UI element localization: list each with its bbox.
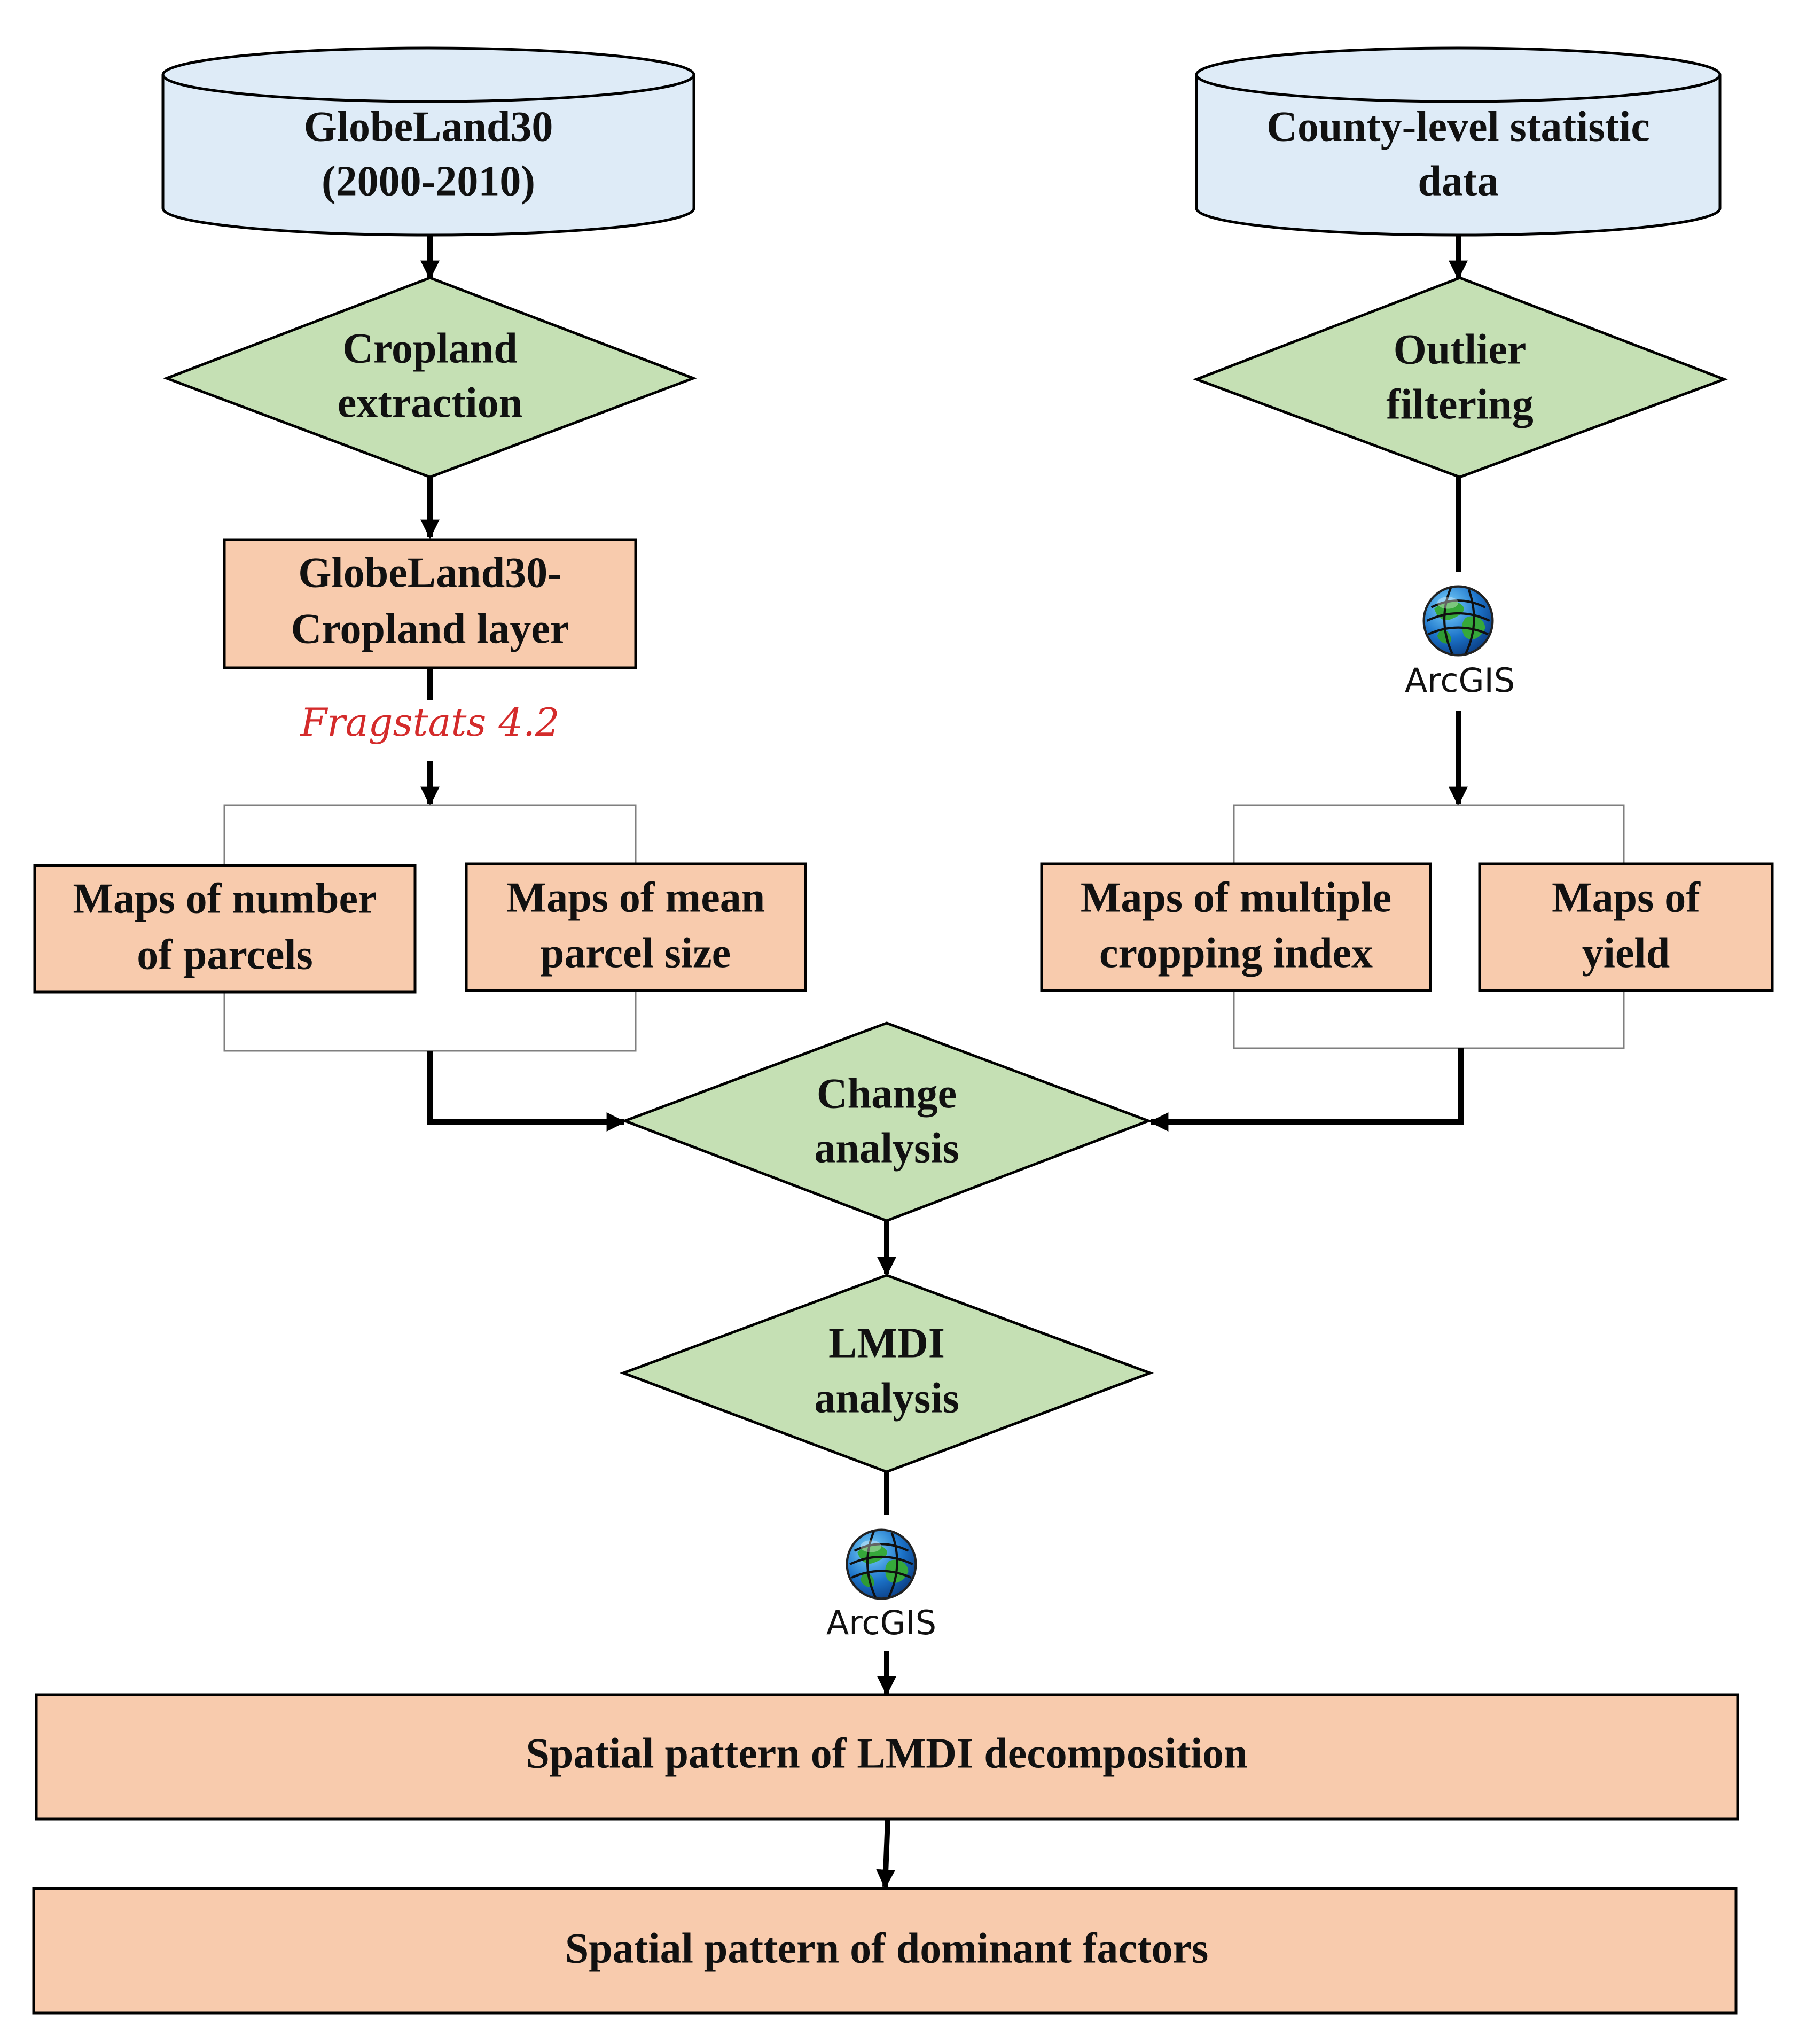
process-outlier-filtering: Outlier filtering [1192, 276, 1728, 479]
edge-left-maps-to-change [427, 1051, 626, 1132]
number-of-parcels-line1: Maps of number [73, 875, 377, 922]
mean-parcel-size-line1: Maps of mean [506, 874, 765, 921]
lmdi-analysis-line1: LMDI [828, 1320, 945, 1367]
process-change-analysis: Change analysis [621, 1021, 1153, 1222]
multiple-cropping-index-line1: Maps of multiple [1081, 874, 1391, 921]
database-county-line1: County-level statistic [1266, 103, 1650, 150]
lmdi-analysis-line2: analysis [814, 1375, 959, 1422]
cropland-extraction-line2: extraction [338, 379, 523, 426]
edge-right-maps-to-change [1149, 1048, 1464, 1132]
output-number-of-parcels: Maps of number of parcels [33, 864, 417, 994]
database-globeland30-line1: GlobeLand30 [304, 103, 553, 150]
outlier-filtering-line2: filtering [1386, 381, 1533, 428]
yield-line1: Maps of [1552, 874, 1701, 921]
change-analysis-line1: Change [817, 1070, 957, 1117]
process-lmdi-analysis: LMDI analysis [619, 1274, 1154, 1473]
output-spatial-lmdi: Spatial pattern of LMDI decomposition [35, 1693, 1739, 1821]
database-globeland30: GlobeLand30 (2000-2010) [161, 46, 695, 237]
fragstats-tool-label: Fragstats 4.2 [299, 700, 559, 745]
arcgis-tool-center: ArcGIS [826, 1530, 936, 1642]
output-multiple-cropping-index: Maps of multiple cropping index [1040, 862, 1432, 992]
database-county-line2: data [1418, 158, 1498, 205]
output-yield: Maps of yield [1478, 862, 1774, 992]
cropland-layer-line1: GlobeLand30- [298, 549, 561, 596]
arcgis-tool-right: ArcGIS [1405, 587, 1515, 700]
arcgis-right-label: ArcGIS [1405, 661, 1515, 700]
edge-spatial-lmdi-to-dominant [876, 1819, 896, 1889]
output-mean-parcel-size: Maps of mean parcel size [465, 862, 807, 992]
cropland-layer-line2: Cropland layer [291, 605, 569, 652]
arcgis-center-label: ArcGIS [826, 1603, 936, 1642]
change-analysis-line2: analysis [814, 1125, 959, 1172]
outlier-filtering-line1: Outlier [1394, 326, 1527, 373]
spatial-lmdi-label: Spatial pattern of LMDI decomposition [526, 1730, 1247, 1777]
arcgis-globe-icon [847, 1530, 916, 1599]
mean-parcel-size-line2: parcel size [541, 930, 731, 977]
spatial-dominant-label: Spatial pattern of dominant factors [565, 1925, 1208, 1972]
arcgis-globe-icon [1424, 587, 1493, 656]
yield-line2: yield [1582, 930, 1670, 977]
number-of-parcels-line2: of parcels [137, 931, 313, 978]
database-globeland30-line2: (2000-2010) [322, 158, 535, 205]
multiple-cropping-index-line2: cropping index [1099, 930, 1373, 977]
process-cropland-extraction: Cropland extraction [162, 276, 698, 479]
database-county-statistics: County-level statistic data [1195, 46, 1722, 237]
output-cropland-layer: GlobeLand30- Cropland layer [223, 538, 637, 669]
output-spatial-dominant: Spatial pattern of dominant factors [32, 1887, 1738, 2015]
cropland-extraction-line1: Cropland [342, 325, 518, 372]
